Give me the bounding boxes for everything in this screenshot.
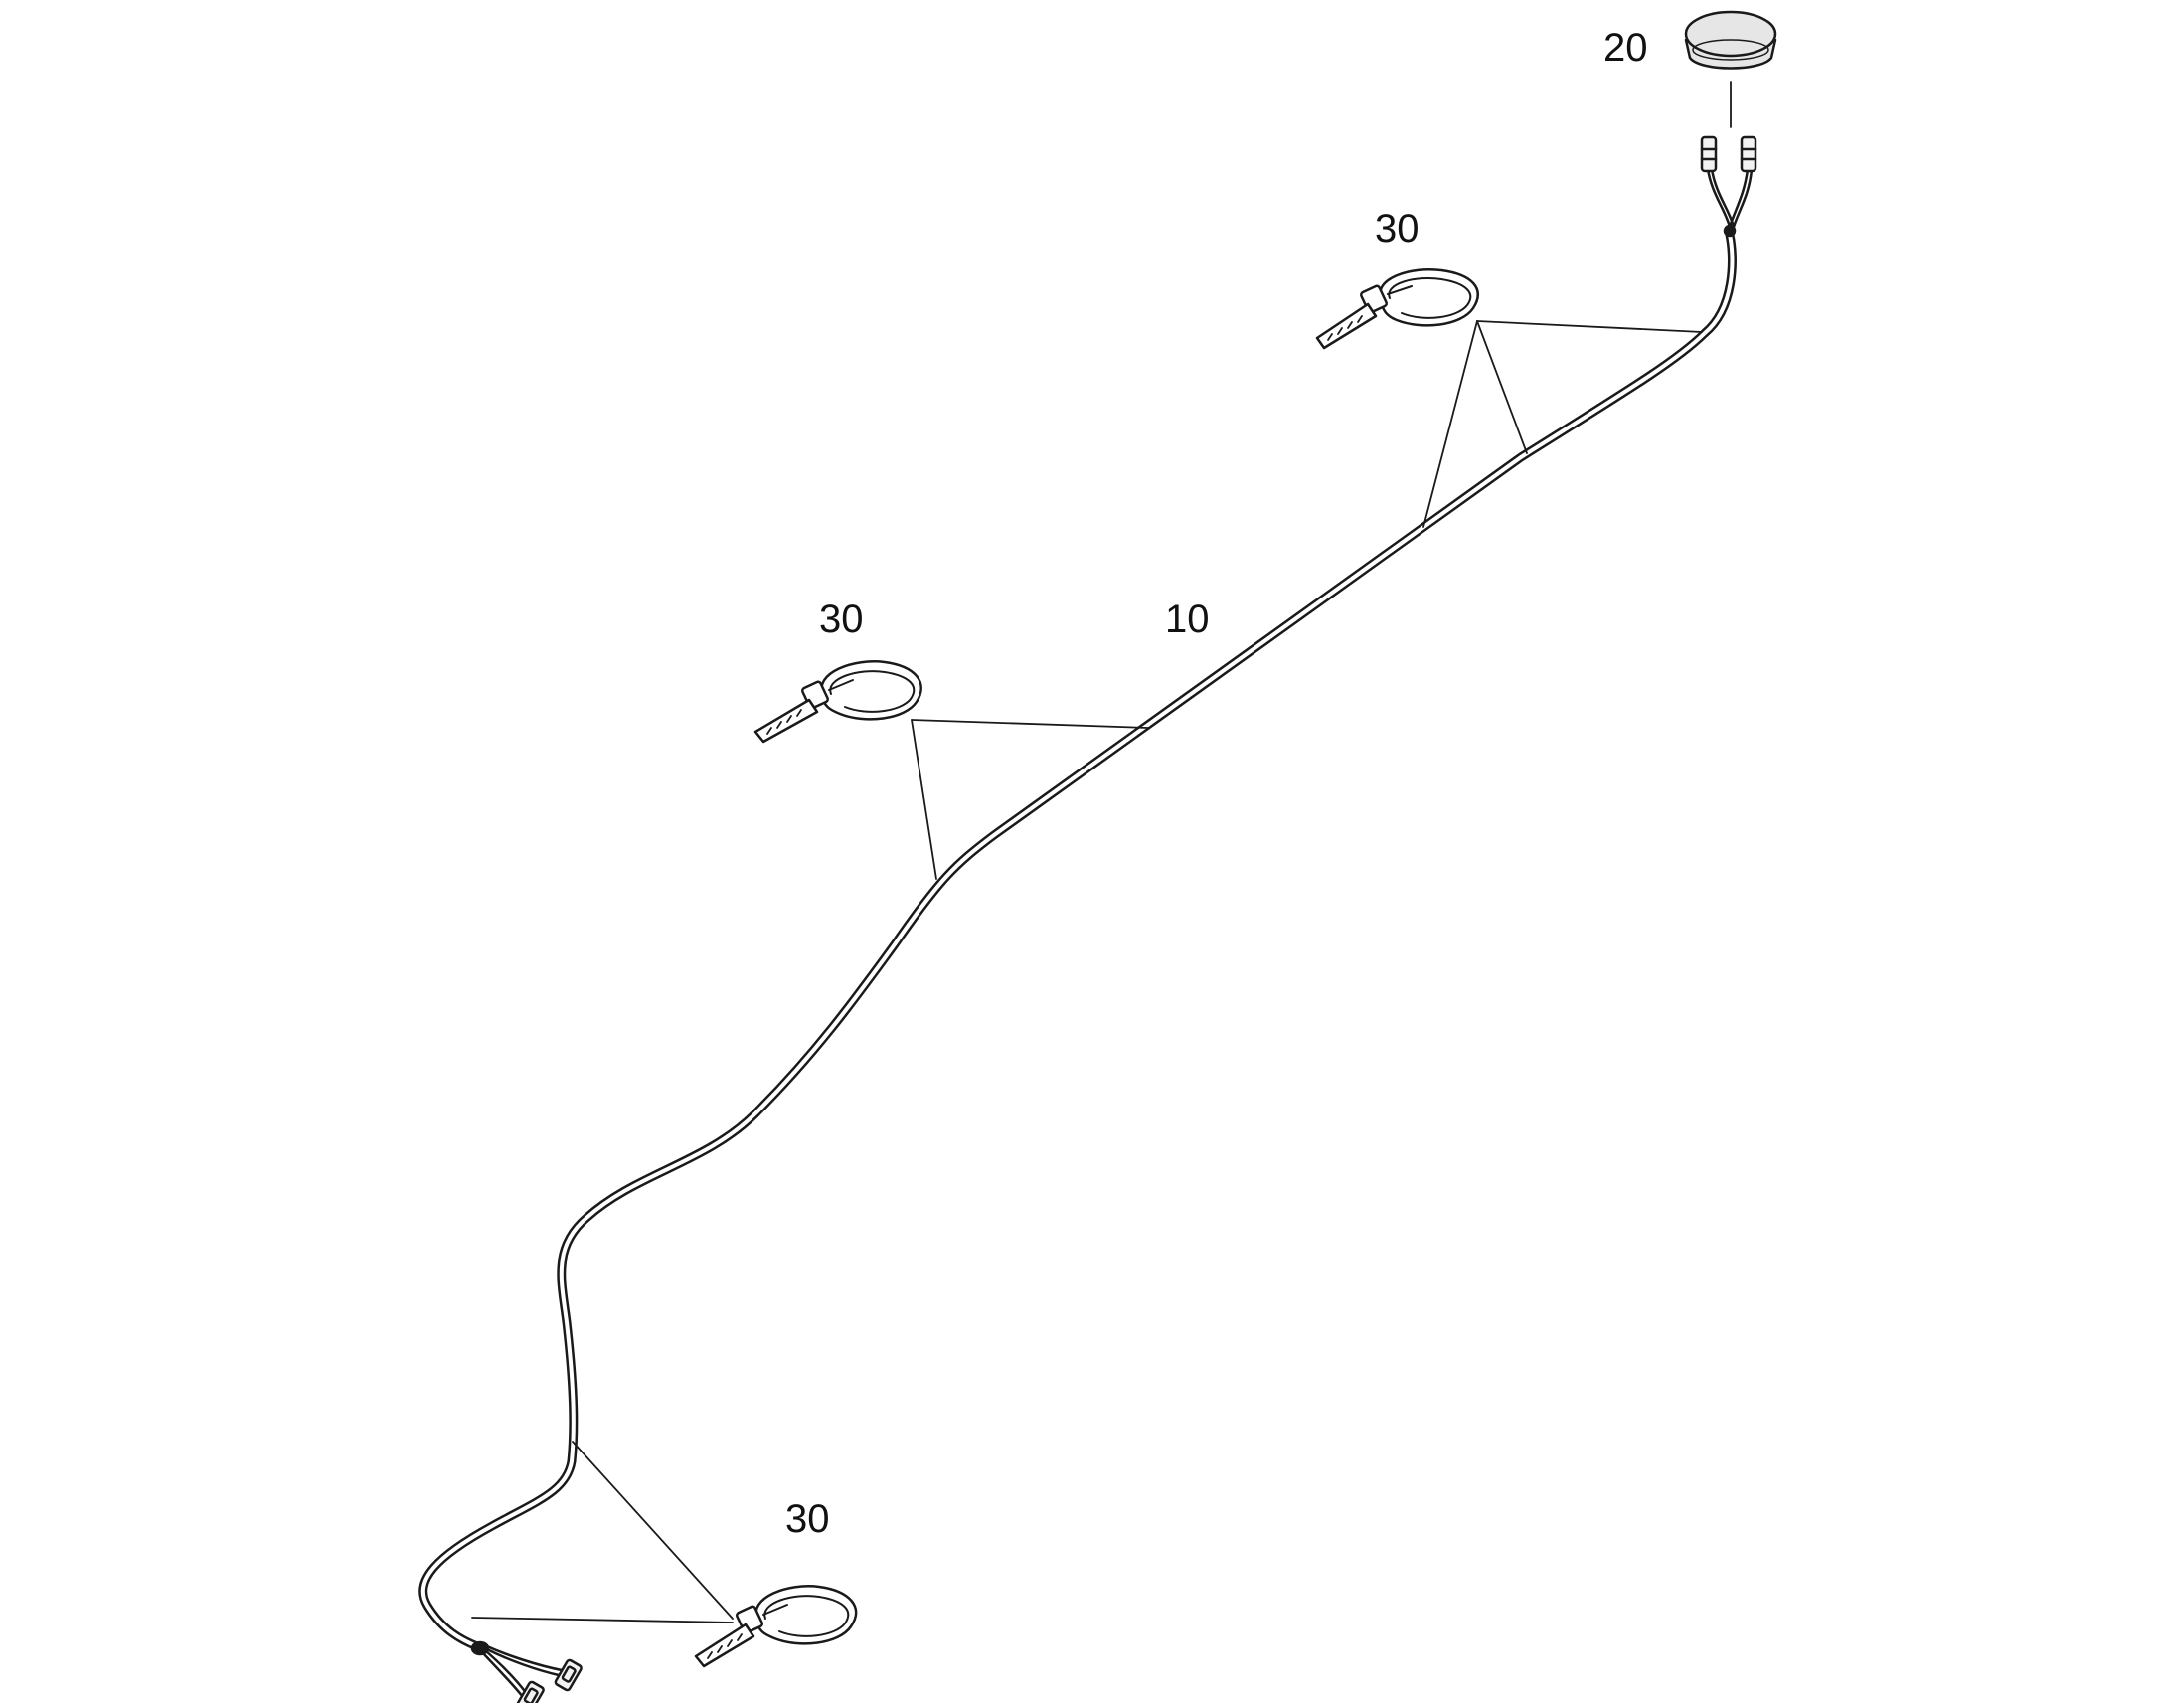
- leader-lines: [471, 320, 1703, 1623]
- bottom-connector-pigtail: [470, 1640, 583, 1708]
- grommet: [1684, 10, 1777, 128]
- cable-tie-bottom: [694, 1585, 858, 1668]
- callout-cable-harness: 10: [1165, 598, 1210, 641]
- cable-tie-upper-right: [1315, 268, 1479, 350]
- callout-cable-tie-upper-right: 30: [1375, 207, 1420, 251]
- top-connector-pigtail: [1700, 135, 1757, 238]
- cable-tie-middle-left: [753, 660, 922, 744]
- callout-cable-tie-bottom: 30: [785, 1497, 830, 1541]
- cable-harness: [418, 230, 1737, 1651]
- callout-grommet: 20: [1603, 26, 1648, 70]
- callout-cable-tie-middle-left: 30: [819, 598, 864, 641]
